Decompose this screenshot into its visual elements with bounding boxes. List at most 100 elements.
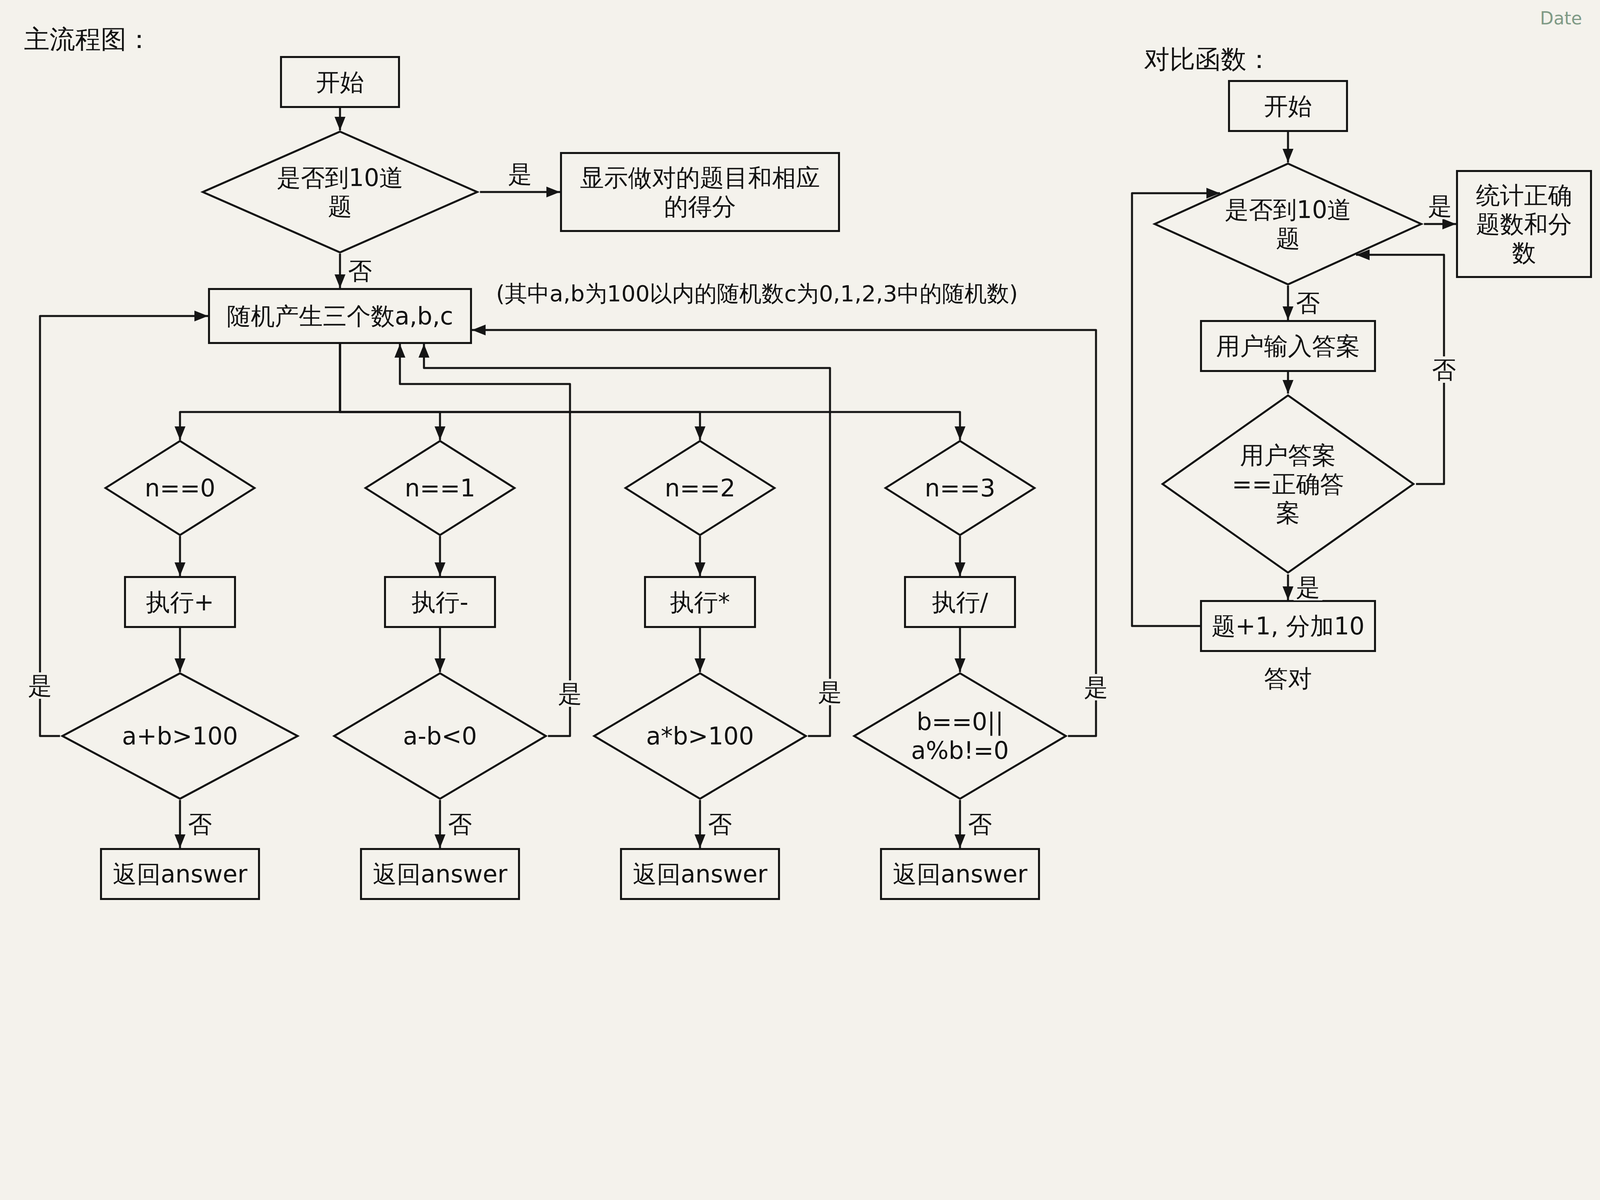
edge-label: 否 xyxy=(1293,289,1323,316)
flow-arrow xyxy=(1424,223,1456,226)
process-box: 统计正确题数和分数 xyxy=(1456,170,1592,278)
decision-diamond: b==0|| a%b!=0 xyxy=(852,672,1068,800)
node-text: 是否到10道题 xyxy=(270,163,410,221)
flow-arrow xyxy=(699,628,702,672)
node-text: n==0 xyxy=(142,473,218,503)
flow-arrow xyxy=(959,628,962,672)
decision-diamond: 是否到10道题 xyxy=(200,130,480,254)
node-text: a*b>100 xyxy=(646,721,754,751)
edge-label: 否 xyxy=(965,810,995,838)
edge-label: 是 xyxy=(1081,674,1111,701)
edge-label: 否 xyxy=(345,257,375,284)
flow-arrow xyxy=(1287,285,1290,320)
text-holder: n==0 xyxy=(142,473,218,503)
node-text: n==2 xyxy=(662,473,738,503)
process-box: 用户输入答案 xyxy=(1200,320,1376,372)
process-box: 返回answer xyxy=(620,848,780,900)
diamond-outline xyxy=(852,672,1068,800)
decision-diamond: 用户答案==正确答案 xyxy=(1160,393,1416,575)
flow-arrow xyxy=(340,344,440,440)
flow-arrow xyxy=(439,536,442,576)
process-box: 随机产生三个数a,b,c xyxy=(208,288,472,344)
section-title: 对比函数： xyxy=(1144,44,1272,75)
edge-label: 否 xyxy=(185,810,215,838)
process-box: 返回answer xyxy=(880,848,1040,900)
flow-arrow xyxy=(1287,574,1290,600)
node-text: 是否到10道题 xyxy=(1220,195,1356,253)
flow-arrow xyxy=(472,330,1096,736)
flow-arrow xyxy=(699,800,702,848)
node-text: 统计正确题数和分数 xyxy=(1466,180,1582,268)
terminal-box: 开始 xyxy=(280,56,400,108)
decision-diamond: a*b>100 xyxy=(592,672,808,800)
node-text: 开始 xyxy=(316,67,364,97)
process-box: 题+1, 分加10 xyxy=(1200,600,1376,652)
edge-label: 否 xyxy=(1429,356,1459,383)
text-holder: 用户输入答案 xyxy=(1216,331,1360,361)
diamond-shape xyxy=(1154,163,1422,285)
notebook-date: Date xyxy=(1540,8,1582,30)
text-holder: 执行/ xyxy=(932,587,988,617)
edge-label: 是 xyxy=(815,678,845,706)
diamond-shape xyxy=(885,440,1035,535)
text-holder: 开始 xyxy=(316,67,364,97)
text-holder: n==3 xyxy=(922,473,998,503)
node-text: 随机产生三个数a,b,c xyxy=(226,301,454,331)
node-text: 用户答案==正确答案 xyxy=(1224,440,1352,528)
flow-arrow xyxy=(179,800,182,848)
node-text: 返回answer xyxy=(112,859,248,889)
process-box: 执行/ xyxy=(904,576,1016,628)
text-holder: 题+1, 分加10 xyxy=(1211,611,1365,641)
text-holder: 显示做对的题目和相应的得分 xyxy=(570,163,830,221)
text-holder: 返回answer xyxy=(632,859,768,889)
node-text: a-b<0 xyxy=(386,721,494,751)
text-holder: 执行+ xyxy=(146,587,214,617)
flow-arrow xyxy=(179,628,182,672)
section-title: 主流程图： xyxy=(24,24,152,55)
flow-arrow xyxy=(340,344,960,440)
node-text: 返回answer xyxy=(372,859,508,889)
node-text: n==1 xyxy=(402,473,478,503)
decision-diamond: n==3 xyxy=(884,440,1036,536)
decision-diamond: 是否到10道题 xyxy=(1152,162,1424,286)
flow-arrow xyxy=(1132,193,1220,626)
flow-arrow xyxy=(180,344,340,440)
flow-arrow xyxy=(339,253,342,288)
text-holder: 是否到10道题 xyxy=(1220,195,1356,253)
text-holder: a*b>100 xyxy=(646,721,754,751)
text-holder: 返回answer xyxy=(372,859,508,889)
diamond-shape xyxy=(854,673,1066,799)
process-box: 返回answer xyxy=(360,848,520,900)
text-holder: 返回answer xyxy=(892,859,1028,889)
text-holder: 随机产生三个数a,b,c xyxy=(226,301,454,331)
text-holder: 是否到10道题 xyxy=(270,163,410,221)
text-holder: 统计正确题数和分数 xyxy=(1466,180,1582,268)
edge-label: 是 xyxy=(1293,574,1323,601)
node-text: 执行- xyxy=(411,587,469,617)
text-holder: b==0|| a%b!=0 xyxy=(906,707,1014,765)
flow-arrow xyxy=(1287,132,1290,163)
diamond-shape xyxy=(625,440,775,535)
diamond-shape xyxy=(202,131,478,253)
text-holder: n==2 xyxy=(662,473,738,503)
flow-arrow xyxy=(959,800,962,848)
text-holder: 执行- xyxy=(411,587,469,617)
decision-diamond: n==0 xyxy=(104,440,256,536)
edge-label: 是 xyxy=(505,160,535,188)
node-text: 开始 xyxy=(1264,91,1312,121)
diamond-shape xyxy=(62,673,298,799)
flow-arrow xyxy=(179,536,182,576)
diamond-shape xyxy=(594,673,806,799)
decision-diamond: n==1 xyxy=(364,440,516,536)
text-holder: 返回answer xyxy=(112,859,248,889)
decision-diamond: a-b<0 xyxy=(332,672,548,800)
diamond-shape xyxy=(1162,395,1414,573)
edge-label: 否 xyxy=(705,810,735,838)
edge-label: 是 xyxy=(1425,192,1455,220)
edge-label: 是 xyxy=(555,680,585,707)
text-holder: 执行* xyxy=(670,587,730,617)
diamond-outline xyxy=(200,130,480,254)
diamond-shape xyxy=(105,440,255,535)
node-text: 执行+ xyxy=(146,587,214,617)
node-text: a+b>100 xyxy=(120,721,240,751)
